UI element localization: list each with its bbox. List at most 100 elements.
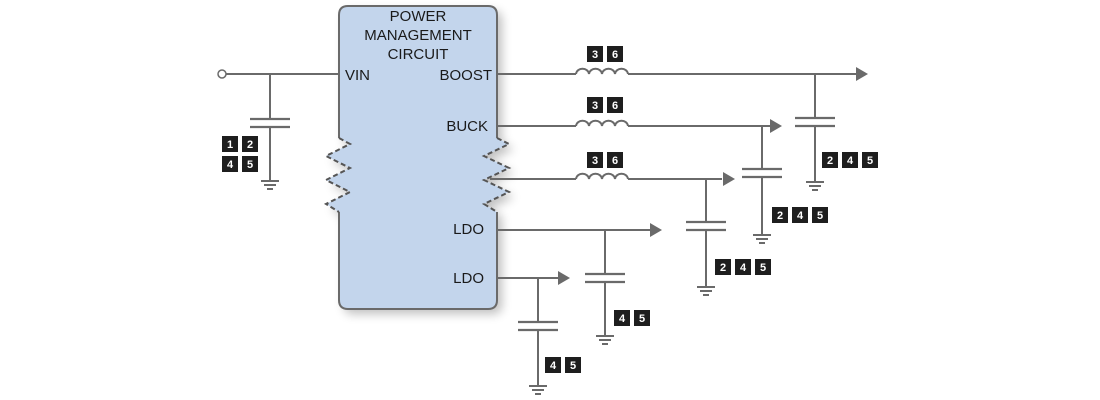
- badge-box: [772, 207, 788, 223]
- ground-icon: [261, 180, 279, 190]
- buck-capacitor: [742, 126, 782, 244]
- badge-box: [545, 357, 561, 373]
- badge: 4: [614, 310, 630, 326]
- badge-box: [607, 97, 623, 113]
- badge: 4: [842, 152, 858, 168]
- buck2-capacitor-badges: 2 4 5: [715, 259, 771, 275]
- badge-label: 6: [612, 155, 618, 167]
- pin-ldo2-label: LDO: [453, 270, 484, 287]
- badge-box: [842, 152, 858, 168]
- badge-label: 4: [740, 262, 747, 274]
- badge: 6: [607, 152, 623, 168]
- inductor-coil: [575, 119, 629, 127]
- input-capacitor: [250, 74, 290, 190]
- pin-vin-label: VIN: [345, 67, 370, 84]
- badge: 3: [587, 97, 603, 113]
- badge-box: [614, 310, 630, 326]
- block-body: [326, 6, 509, 309]
- badge-box: [587, 152, 603, 168]
- badge-box: [715, 259, 731, 275]
- pin-boost-label: BOOST: [439, 67, 492, 84]
- boost-capacitor-badges: 2 4 5: [822, 152, 878, 168]
- ldo2-capacitor: [518, 278, 558, 395]
- badge-box: [587, 46, 603, 62]
- buck-arrow-icon: [770, 119, 782, 133]
- buck2-arrow-icon: [723, 172, 735, 186]
- buck2-capacitor: [686, 179, 726, 296]
- badge-box: [242, 136, 258, 152]
- badge: 4: [222, 156, 238, 172]
- badge: 5: [634, 310, 650, 326]
- pin-ldo1-label: LDO: [453, 221, 484, 238]
- boost-output: [497, 67, 868, 191]
- inductor-coil: [575, 67, 629, 75]
- ground-icon: [529, 385, 547, 395]
- badge-box: [822, 152, 838, 168]
- badge: 2: [242, 136, 258, 152]
- block-border: [338, 5, 498, 138]
- badge-label: 6: [612, 100, 618, 112]
- badge: 1: [222, 136, 238, 152]
- badge-label: 5: [867, 155, 873, 167]
- ldo1-output: [497, 223, 662, 345]
- badge-box: [242, 156, 258, 172]
- boost-capacitor: [795, 74, 835, 191]
- badge-box: [812, 207, 828, 223]
- badge: 5: [242, 156, 258, 172]
- badge-label: 2: [827, 155, 833, 167]
- block-title-line-2: MANAGEMENT: [364, 27, 472, 44]
- badge-label: 2: [720, 262, 726, 274]
- block-title-line-3: CIRCUIT: [388, 46, 449, 63]
- ldo2-output: [497, 271, 570, 395]
- badge-label: 5: [570, 360, 576, 372]
- pin-buck-label: BUCK: [446, 118, 488, 135]
- buck2-output: [490, 172, 735, 296]
- boost-inductor: [575, 67, 629, 75]
- block-border-bottom: [338, 212, 498, 310]
- badge-box: [607, 46, 623, 62]
- badge-label: 6: [612, 49, 618, 61]
- input-terminal: [217, 69, 227, 79]
- input-network: [217, 69, 339, 190]
- badge: 2: [772, 207, 788, 223]
- badge-box: [735, 259, 751, 275]
- ground-icon: [697, 286, 715, 296]
- boost-arrow-icon: [856, 67, 868, 81]
- buck-inductor: [575, 119, 629, 127]
- badge-label: 1: [227, 139, 233, 151]
- buck-output: [497, 119, 782, 244]
- inductor-coil: [575, 172, 629, 180]
- ldo1-arrow-icon: [650, 223, 662, 237]
- badge-box: [634, 310, 650, 326]
- badge: 5: [755, 259, 771, 275]
- badge-label: 4: [847, 155, 854, 167]
- badge-label: 5: [817, 210, 823, 222]
- power-management-block: POWER MANAGEMENT CIRCUIT VIN BOOST BUCK …: [323, 5, 512, 310]
- badge-label: 3: [592, 155, 598, 167]
- output-networks: [490, 67, 868, 395]
- badge-label: 5: [760, 262, 766, 274]
- badge: 6: [607, 46, 623, 62]
- block-title-line-1: POWER: [390, 8, 447, 25]
- badge: 4: [792, 207, 808, 223]
- badge-label: 4: [550, 360, 557, 372]
- left-break-zigzag: [323, 137, 353, 213]
- badge: 3: [587, 46, 603, 62]
- badge-label: 5: [639, 313, 645, 325]
- badge: 4: [545, 357, 561, 373]
- badge-label: 5: [247, 159, 253, 171]
- right-break-zigzag: [481, 137, 512, 213]
- badge-box: [755, 259, 771, 275]
- badge-box: [792, 207, 808, 223]
- badge-box: [565, 357, 581, 373]
- badge-box: [862, 152, 878, 168]
- badge-label: 4: [619, 313, 626, 325]
- badge: 4: [735, 259, 751, 275]
- badge-label: 2: [247, 139, 253, 151]
